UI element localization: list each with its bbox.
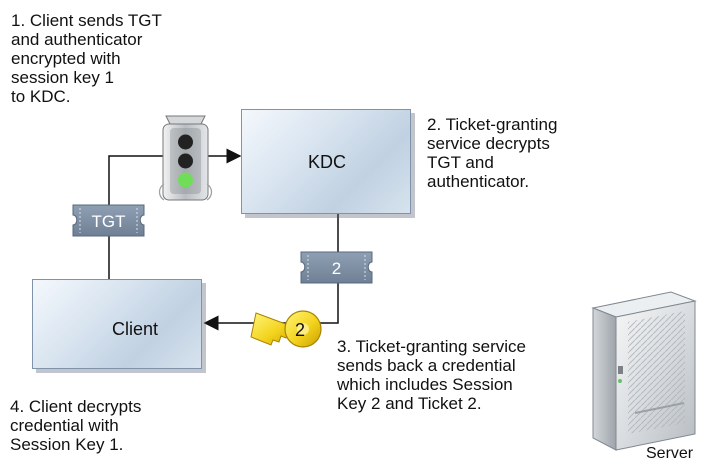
signal-middle-icon bbox=[178, 153, 193, 169]
server-label: Server bbox=[646, 445, 694, 462]
server-icon bbox=[591, 291, 697, 451]
ticket-2-icon: 2 bbox=[300, 251, 373, 284]
signal-top-icon bbox=[178, 134, 193, 150]
client-box bbox=[32, 279, 202, 369]
signal-bottom-icon bbox=[178, 172, 193, 188]
kdc-label: KDC bbox=[308, 152, 347, 172]
step-4-note: 4. Client decrypts credential with Sessi… bbox=[10, 397, 142, 454]
step-3-note: 3. Ticket-granting service sends back a … bbox=[337, 337, 526, 413]
client-label: Client bbox=[112, 319, 159, 339]
ticket-2-label: 2 bbox=[332, 259, 341, 278]
step-2-note: 2. Ticket-granting service decrypts TGT … bbox=[427, 115, 558, 191]
session-key-2-icon: 2 bbox=[250, 310, 322, 348]
tgt-ticket-icon: TGT bbox=[72, 204, 145, 237]
traffic-light-icon bbox=[158, 115, 213, 201]
session-key-2-label: 2 bbox=[295, 320, 305, 340]
kdc-box bbox=[241, 109, 411, 214]
kdc-to-client-line bbox=[203, 214, 339, 331]
step-1-note: 1. Client sends TGT and authenticator en… bbox=[11, 11, 162, 106]
tgt-ticket-label: TGT bbox=[92, 212, 126, 231]
